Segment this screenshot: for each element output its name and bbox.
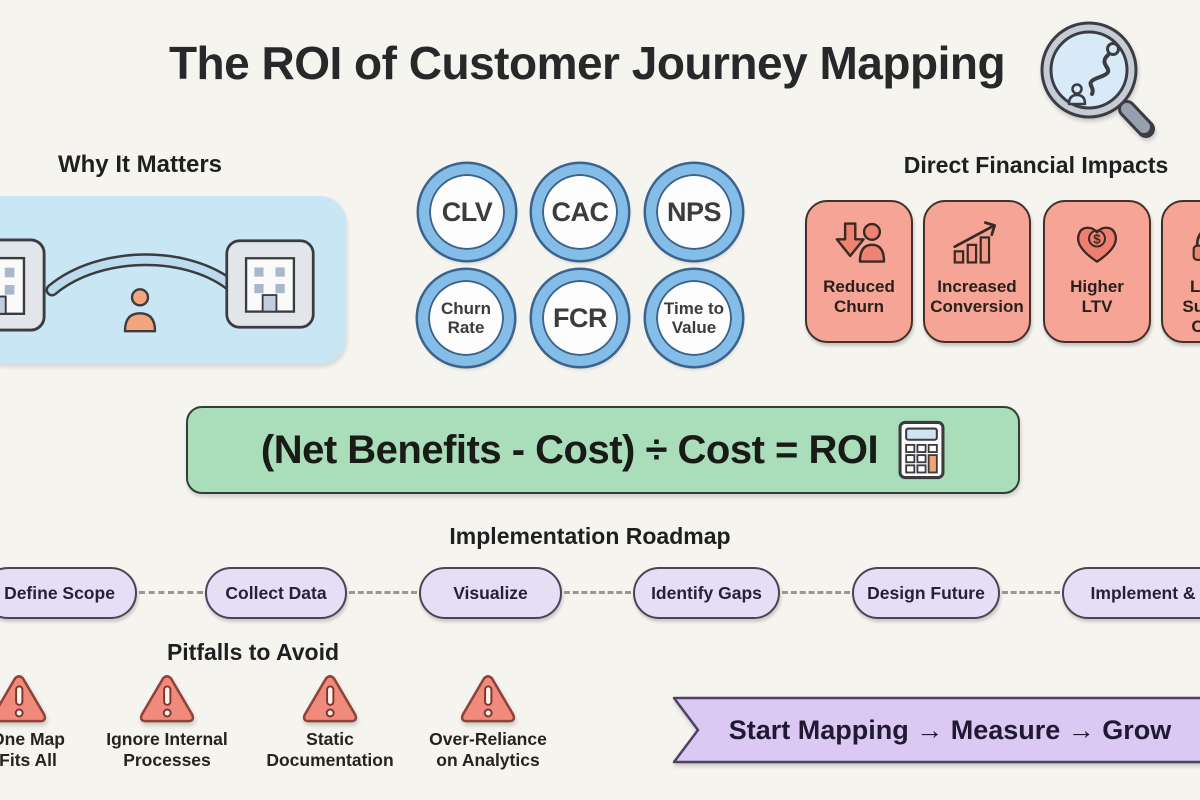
roadmap-step-design-future: Design Future	[852, 567, 1000, 619]
churn-down-arrow-person-icon	[829, 217, 889, 269]
metric-badge-nps: NPS	[646, 164, 742, 260]
roadmap-step-label: Implement & Measure	[1090, 582, 1200, 603]
roadmap-step-implement-measure: Implement & Measure	[1062, 567, 1200, 619]
roadmap-step-collect-data: Collect Data	[205, 567, 347, 619]
impact-card-reduced-churn: Reduced Churn	[805, 200, 913, 343]
roadmap-step-label: Visualize	[453, 582, 528, 603]
cta-ribbon-banner	[672, 696, 1200, 764]
roadmap-step-identify-gaps: Identify Gaps	[633, 567, 780, 619]
pitfall-label-ignore-internal: Ignore Internal Processes	[106, 729, 228, 771]
roadmap-step-label: Design Future	[867, 582, 985, 603]
pitfall-label-over-reliance: Over-Reliance on Analytics	[429, 729, 547, 771]
calculator-icon	[898, 420, 945, 480]
pitfall-label-static-docs: Static Documentation	[266, 729, 394, 771]
customer-person-icon	[120, 287, 160, 334]
metric-badge-time-to-value: Time to Value	[646, 270, 742, 366]
page-title: The ROI of Customer Journey Mapping	[168, 37, 1006, 89]
metric-badge-clv: CLV	[419, 164, 515, 260]
warning-triangle-icon	[138, 672, 196, 726]
impact-card-lower-support-costs: Lower Support Costs	[1161, 200, 1200, 343]
metric-label: CAC	[551, 196, 610, 227]
roadmap-step-visualize: Visualize	[419, 567, 562, 619]
metric-label: Churn Rate	[440, 298, 492, 337]
metric-badge-churn-rate: Churn Rate	[418, 270, 514, 366]
building-left-icon	[0, 237, 56, 333]
heart-dollar-icon: $	[1068, 217, 1126, 269]
financial-impacts-heading: Direct Financial Impacts	[903, 152, 1169, 178]
roadmap-connector	[564, 591, 631, 594]
roadmap-connector	[139, 591, 203, 594]
roi-formula-box: (Net Benefits - Cost) ÷ Cost = ROI	[186, 406, 1020, 494]
warning-triangle-icon	[459, 672, 517, 726]
journey-path-arc	[30, 246, 260, 308]
metric-badge-fcr: FCR	[532, 270, 628, 366]
pitfalls-heading: Pitfalls to Avoid	[166, 639, 340, 665]
impact-card-label: Lower Support Costs	[1182, 277, 1200, 337]
headset-icon	[1186, 217, 1200, 269]
roadmap-step-label: Collect Data	[225, 582, 327, 603]
roadmap-connector	[349, 591, 417, 594]
impact-card-higher-ltv: $ Higher LTV	[1043, 200, 1151, 343]
roadmap-connector	[1002, 591, 1060, 594]
metric-label: NPS	[666, 196, 722, 227]
impact-card-label: Reduced Churn	[823, 277, 895, 317]
metric-label: CLV	[441, 196, 493, 227]
warning-triangle-icon	[0, 672, 48, 726]
why-it-matters-heading: Why It Matters	[57, 151, 222, 178]
pitfall-label-one-map: One Map Fits All	[0, 729, 65, 771]
metric-label: Time to Value	[663, 298, 725, 337]
metric-label: FCR	[553, 302, 608, 333]
impact-card-label: Higher LTV	[1070, 277, 1124, 317]
roadmap-connector	[782, 591, 850, 594]
building-right-icon	[224, 238, 316, 330]
roadmap-heading: Implementation Roadmap	[449, 523, 731, 549]
journey-magnifier-icon	[1034, 20, 1159, 138]
metric-badge-cac: CAC	[532, 164, 628, 260]
warning-triangle-icon	[301, 672, 359, 726]
cta-banner-text: Start Mapping → Measure → Grow	[728, 714, 1172, 745]
impact-card-label: Increased Conversion	[930, 277, 1024, 317]
impact-card-increased-conversion: Increased Conversion	[923, 200, 1031, 343]
roadmap-step-label: Identify Gaps	[651, 582, 762, 603]
svg-text:$: $	[1093, 231, 1101, 246]
growth-bar-chart-icon	[947, 217, 1007, 269]
roadmap-step-define-scope: Define Scope	[0, 567, 137, 619]
roi-formula-text: (Net Benefits - Cost) ÷ Cost = ROI	[260, 427, 879, 472]
roadmap-step-label: Define Scope	[4, 582, 115, 603]
